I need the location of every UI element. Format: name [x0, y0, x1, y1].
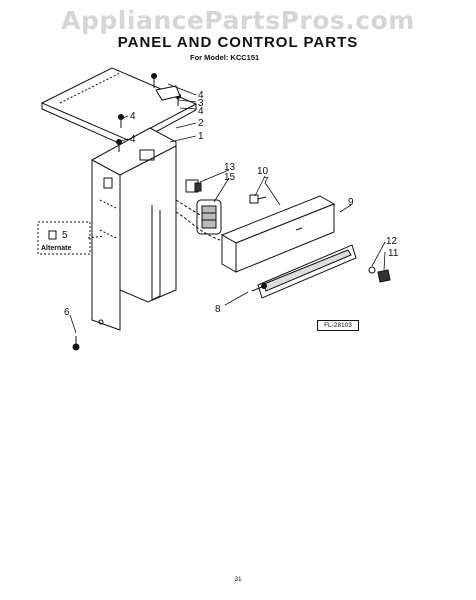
callout-13: 13: [224, 162, 236, 173]
knob-part: [249, 194, 267, 204]
callout-12: 12: [386, 236, 398, 247]
callout-3: 3: [198, 98, 204, 109]
callout-4-b: 4: [198, 106, 204, 117]
screw-8: [251, 283, 267, 292]
callout-9: 9: [348, 197, 354, 208]
callout-4-c: 4: [130, 111, 136, 122]
callout-4-d: 4: [130, 134, 136, 145]
model-line: For Model: KCC151: [190, 53, 260, 62]
side-panel: [91, 127, 177, 331]
callout-4-a: 4: [198, 90, 204, 101]
callout-6: 6: [64, 307, 70, 318]
figure-reference: FL-28103: [317, 320, 359, 331]
callout-1: 1: [198, 131, 204, 142]
alternate-box: [37, 221, 105, 255]
alternate-label: Alternate: [41, 245, 71, 252]
watermark: AppliancePartsPros.com: [61, 6, 415, 35]
callout-7: 7: [263, 176, 269, 187]
callout-5: 5: [62, 230, 68, 241]
switch-part: [185, 179, 202, 193]
page-title: PANEL AND CONTROL PARTS: [117, 34, 359, 51]
knob-assembly: [368, 266, 391, 283]
callout-11: 11: [388, 248, 399, 259]
top-cover-plate: [40, 67, 198, 148]
callout-2: 2: [198, 118, 204, 129]
callout-8: 8: [215, 304, 221, 315]
screw-6: [72, 336, 80, 351]
page-number: 31: [234, 576, 242, 583]
leader-lines: [69, 83, 386, 334]
control-panel: [220, 195, 336, 273]
top-screws: [116, 73, 181, 152]
connector-block: [196, 199, 222, 235]
callout-10: 10: [257, 166, 269, 177]
callout-15: 15: [224, 172, 236, 183]
